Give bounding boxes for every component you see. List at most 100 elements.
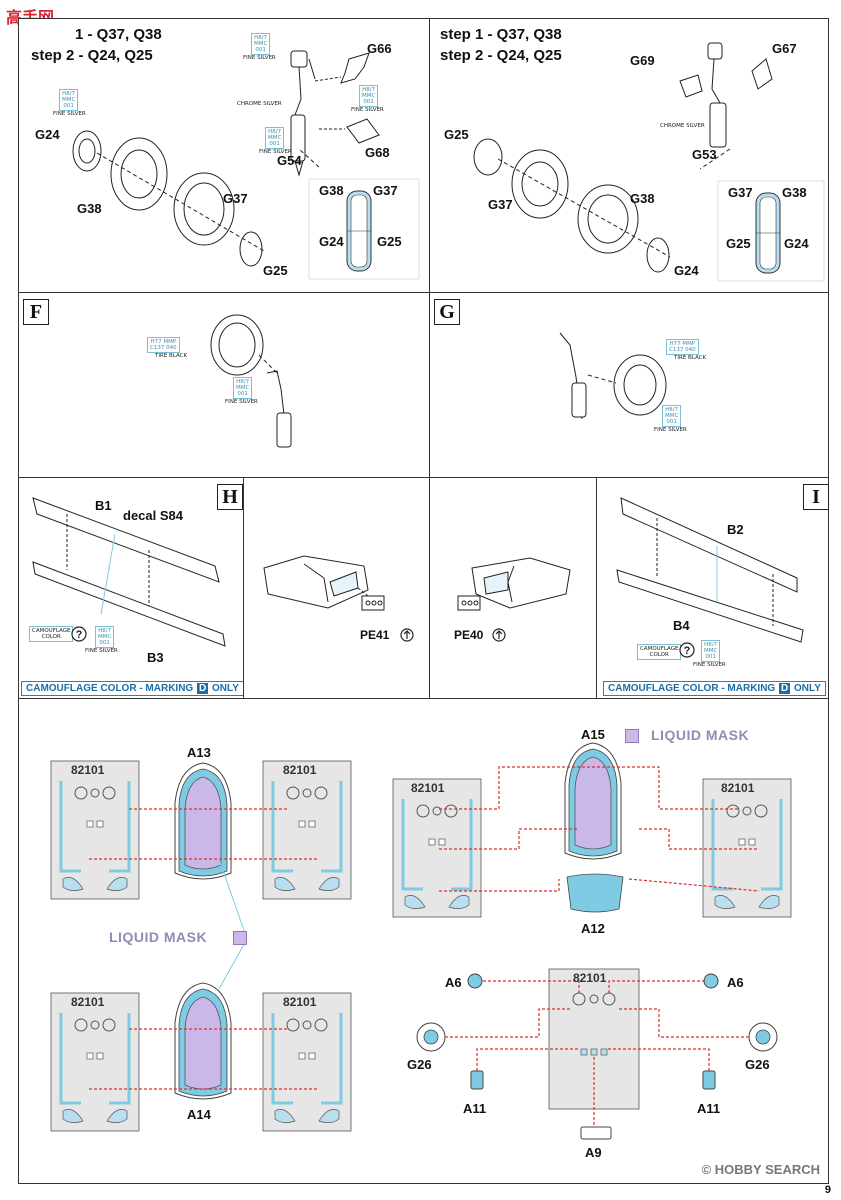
camouflage-callout: CAMOUFLAGE COLOR [637, 644, 682, 660]
color-name: FINE SILVER [259, 149, 292, 155]
color-callout-tire: H77 MMP C137 040 [147, 337, 180, 353]
part-label: G53 [692, 147, 717, 162]
question-icon: ? [679, 642, 695, 658]
color-name-silver: FINE SILVER [654, 427, 687, 433]
mask-label-a12: A12 [581, 921, 605, 936]
part-label-b3: B3 [147, 650, 164, 665]
color-callout: H8/7 MMC 001 [359, 85, 379, 107]
color-callout-tire: H77 MMP C137 040 [666, 339, 699, 355]
color-callout-silver: H8/7 MMC 001 [95, 626, 115, 648]
step-letter-h: H [217, 484, 243, 510]
arrow-up-icon [400, 628, 414, 642]
photoetch-label: PE40 [454, 628, 484, 642]
chrome-silver-label: CHROME SILVER [237, 101, 282, 107]
part-label: G24 [674, 263, 699, 278]
step-2-label: step 2 - Q24, Q25 [440, 47, 562, 64]
gear-door-drawing [616, 497, 804, 643]
detail-label: G24 [784, 236, 809, 251]
svg-text:?: ? [684, 645, 691, 657]
part-label: G37 [488, 197, 513, 212]
mask-sheet-number: 82101 [71, 995, 105, 1009]
part-label: G54 [277, 153, 302, 168]
panel-f: F H77 MMP C137 040 TIRE BLACK H8/7 MMC 0… [18, 292, 430, 478]
gear-assembly-drawing [210, 314, 292, 448]
color-callout: H8/7 MMC 001 [59, 89, 79, 111]
part-label-b4: B4 [673, 618, 690, 633]
step-letter-f: F [23, 299, 49, 325]
color-name-tire: TIRE BLACK [674, 355, 707, 361]
detail-label: G38 [782, 185, 807, 200]
color-name-tire: TIRE BLACK [155, 353, 188, 359]
liquid-mask-swatch [625, 729, 639, 743]
detail-label: G37 [728, 185, 753, 200]
part-label: G66 [367, 41, 392, 56]
camouflage-marking-bar: CAMOUFLAGE COLOR - MARKING D ONLY [603, 681, 826, 696]
mask-label-g26: G26 [407, 1057, 432, 1072]
detail-label: G24 [319, 234, 344, 249]
gear-assembly-drawing [559, 332, 667, 420]
photoetch-label: PE41 [360, 628, 390, 642]
part-label-b1: B1 [95, 498, 112, 513]
mask-label-a13: A13 [187, 745, 211, 760]
mask-label-a11: A11 [697, 1101, 721, 1116]
color-name: FINE SILVER [53, 111, 86, 117]
color-callout: H8/7 MMC 001 [251, 33, 271, 55]
part-label: G25 [444, 127, 469, 142]
arrow-up-icon [492, 628, 506, 642]
step-1-label: step 1 - Q37, Q38 [440, 26, 562, 43]
landing-gear-leg-drawing [72, 50, 420, 280]
photoetch-detail-drawing [457, 557, 571, 611]
part-label: G38 [630, 191, 655, 206]
camouflage-callout: CAMOUFLAGE COLOR [29, 626, 74, 642]
detail-label: G37 [373, 183, 398, 198]
panel-i: I B2 B4 CAMOUFLAGE COLOR ? H8/7 MMC 001 … [596, 477, 829, 699]
part-label: G38 [77, 201, 102, 216]
part-label-b2: B2 [727, 522, 744, 537]
mask-label-a11: A11 [463, 1101, 487, 1116]
mask-label-g26: G26 [745, 1057, 770, 1072]
panel-h-detail: PE41 [243, 477, 430, 699]
photoetch-detail-drawing [263, 555, 385, 611]
marking-d-badge: D [197, 683, 209, 694]
color-name-silver: FINE SILVER [225, 399, 258, 405]
page-corner-number: 9 [824, 1184, 831, 1196]
color-name: FINE SILVER [351, 107, 384, 113]
color-name-silver: FINE SILVER [85, 648, 118, 654]
detail-label: G25 [377, 234, 402, 249]
step-1-label: 1 - Q37, Q38 [75, 26, 162, 43]
mask-sheet-number: 82101 [71, 763, 105, 777]
mask-label-a6: A6 [445, 975, 462, 990]
step-2-label: step 2 - Q24, Q25 [31, 47, 153, 64]
panel-h: H B1 decal S84 B3 CAMOUFLAGE COLOR ? H8/… [18, 477, 244, 699]
mask-sheet-number: 82101 [283, 763, 317, 777]
svg-text:?: ? [76, 629, 83, 641]
step-letter-i: I [803, 484, 829, 510]
liquid-mask-swatch [233, 931, 247, 945]
panel-g: G H77 MMP C137 040 TIRE BLACK H8/7 MMC 0… [429, 292, 829, 478]
panel-top-right: step 1 - Q37, Q38 step 2 - Q24, Q25 G69 … [429, 18, 829, 293]
watermark-site: © HOBBY SEARCH [701, 1162, 820, 1177]
panel-i-detail: PE40 [429, 477, 597, 699]
gear-door-drawing [32, 497, 226, 647]
question-icon: ? [71, 626, 87, 642]
part-label: G67 [772, 41, 797, 56]
part-label: G37 [223, 191, 248, 206]
color-callout-silver: H8/7 MMC 001 [233, 377, 253, 399]
part-label: G25 [263, 263, 288, 278]
panel-masks: 82101 82101 82101 82101 82101 82101 8210… [18, 698, 829, 1184]
color-name: FINE SILVER [243, 55, 276, 61]
color-callout-silver: H8/7 MMC 001 [701, 640, 721, 662]
mask-label-a9: A9 [585, 1145, 602, 1160]
mask-sheet-number: 82101 [283, 995, 317, 1009]
mask-label-a15: A15 [581, 727, 605, 742]
color-callout-silver: H8/7 MMC 001 [662, 405, 682, 427]
part-label: G24 [35, 127, 60, 142]
decal-label: decal S84 [123, 508, 183, 523]
marking-d-badge: D [779, 683, 791, 694]
part-label: G68 [365, 145, 390, 160]
liquid-mask-label: LIQUID MASK [109, 929, 208, 945]
step-letter-g: G [434, 299, 460, 325]
color-name-silver: FINE SILVER [693, 662, 726, 668]
mask-label-a6: A6 [727, 975, 744, 990]
liquid-mask-label: LIQUID MASK [651, 727, 750, 743]
